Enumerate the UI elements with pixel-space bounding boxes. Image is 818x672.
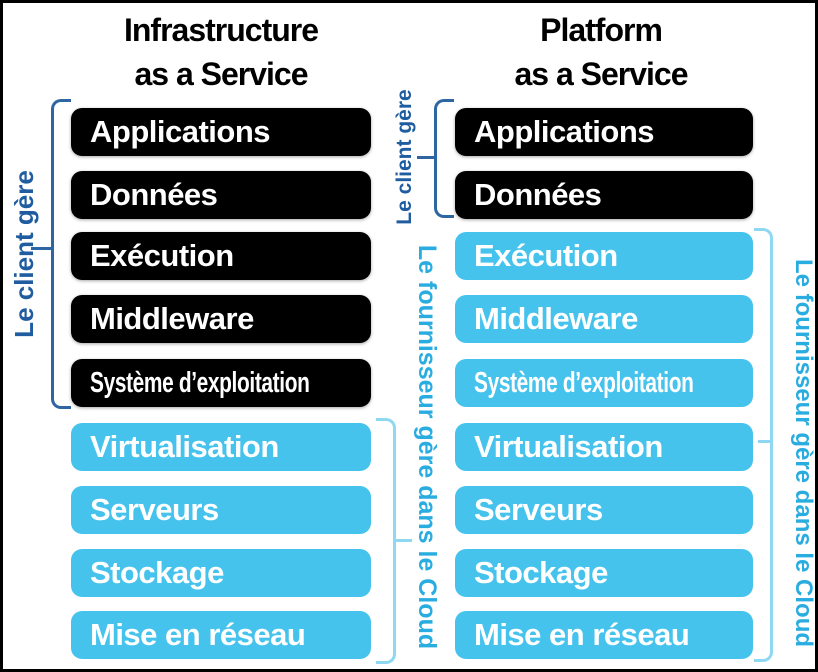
iaas-header-line2: as a Service — [134, 56, 308, 92]
paas-header-line1: Platform — [540, 12, 663, 48]
iaas-layer-serveurs: Serveurs — [71, 486, 371, 534]
paas-layer-mise-en-reseau: Mise en réseau — [455, 611, 753, 659]
iaas-layer-applications: Applications — [71, 108, 371, 156]
iaas-header: Infrastructure as a Service — [43, 8, 399, 96]
paas-client-bracket-tick — [417, 156, 436, 159]
iaas-client-label: Le client gère — [9, 170, 39, 338]
layer-label: Virtualisation — [474, 429, 663, 464]
layer-label: Middleware — [90, 301, 254, 336]
paas-layer-donnees: Données — [455, 171, 753, 219]
iaas-header-line1: Infrastructure — [123, 12, 319, 48]
layer-label: Exécution — [90, 238, 234, 273]
iaas-layer-stockage: Stockage — [71, 549, 371, 597]
paas-layer-stockage: Stockage — [455, 549, 753, 597]
paas-layer-systeme-exploitation: Système d’exploitation — [455, 359, 753, 407]
iaas-layer-mise-en-reseau: Mise en réseau — [71, 611, 371, 659]
paas-client-label: Le client gère — [393, 89, 416, 225]
paas-provider-label: Le fournisseur gère dans le Cloud — [790, 258, 817, 648]
layer-label: Données — [474, 177, 602, 212]
layer-label: Serveurs — [90, 492, 219, 527]
iaas-client-bracket — [51, 99, 71, 409]
iaas-layer-donnees: Données — [71, 171, 371, 219]
layer-label: Middleware — [474, 301, 638, 336]
layer-label: Applications — [474, 114, 655, 149]
iaas-layer-systeme-exploitation: Système d’exploitation — [71, 359, 371, 407]
iaas-layer-execution: Exécution — [71, 232, 371, 280]
paas-layer-middleware: Middleware — [455, 295, 753, 343]
iaas-client-bracket-tick — [31, 247, 53, 250]
paas-layer-applications: Applications — [455, 108, 753, 156]
iaas-provider-bracket-tick — [394, 539, 412, 542]
paas-client-bracket — [434, 99, 454, 218]
paas-header: Platform as a Service — [431, 8, 771, 96]
layer-label: Mise en réseau — [474, 617, 690, 652]
layer-label: Mise en réseau — [90, 617, 306, 652]
layer-label: Système d’exploitation — [90, 366, 310, 399]
paas-layer-execution: Exécution — [455, 232, 753, 280]
paas-layer-virtualisation: Virtualisation — [455, 423, 753, 471]
paas-layer-serveurs: Serveurs — [455, 486, 753, 534]
iaas-layer-middleware: Middleware — [71, 295, 371, 343]
iaas-layer-virtualisation: Virtualisation — [71, 423, 371, 471]
paas-provider-bracket-tick — [758, 440, 772, 443]
layer-label: Stockage — [474, 555, 608, 590]
iaas-provider-bracket — [376, 418, 396, 664]
layer-label: Système d’exploitation — [474, 366, 694, 399]
paas-header-line2: as a Service — [514, 56, 688, 92]
layer-label: Exécution — [474, 238, 618, 273]
layer-label: Stockage — [90, 555, 224, 590]
layer-label: Virtualisation — [90, 429, 279, 464]
layer-label: Applications — [90, 114, 271, 149]
layer-label: Données — [90, 177, 218, 212]
paas-provider-bracket — [754, 228, 773, 662]
iaas-provider-label: Le fournisseur gère dans le Cloud — [413, 244, 441, 650]
layer-label: Serveurs — [474, 492, 603, 527]
